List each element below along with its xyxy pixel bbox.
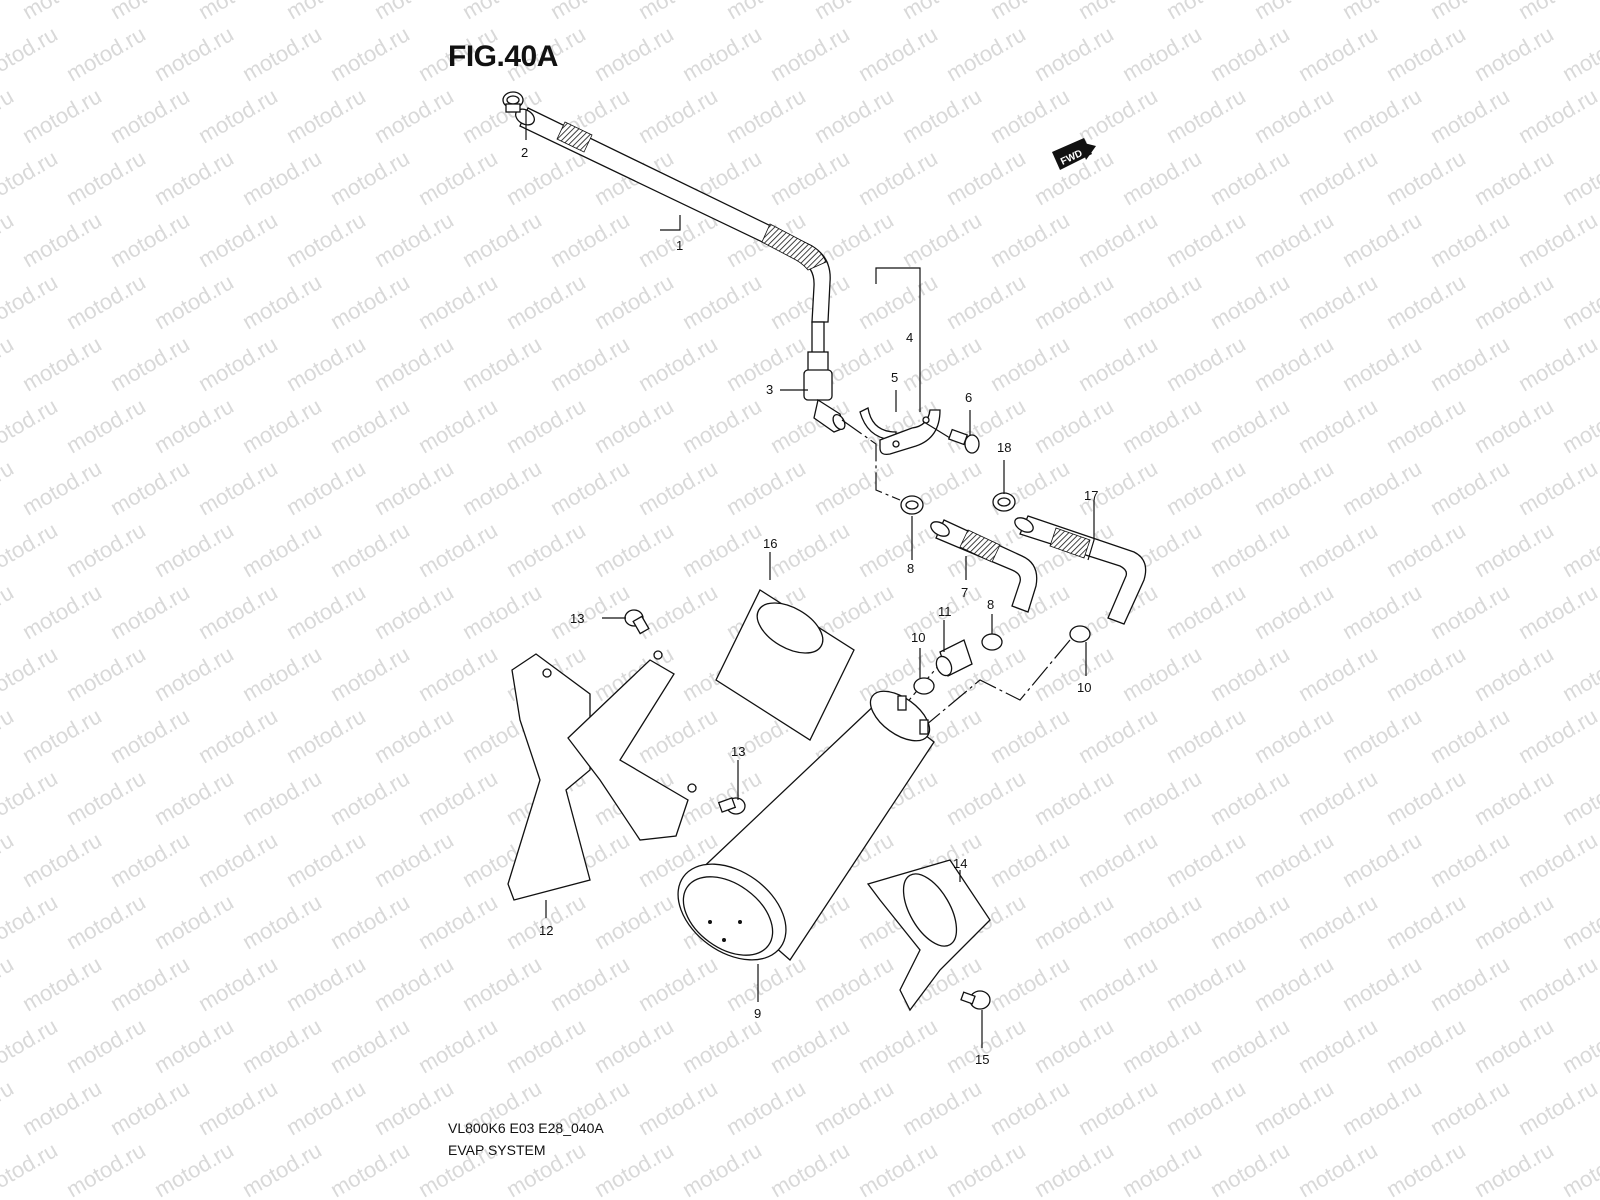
- clamp-part-2[interactable]: [502, 91, 524, 113]
- callout-8-lower: 8: [987, 597, 994, 612]
- callout-2: 2: [521, 145, 528, 160]
- callout-10-left: 10: [911, 630, 925, 645]
- callout-13-lower: 13: [731, 744, 745, 759]
- system-name: EVAP SYSTEM: [448, 1142, 546, 1158]
- screw-part-15[interactable]: [960, 990, 991, 1010]
- clamp-part-8-lower[interactable]: [981, 633, 1003, 651]
- hose-part-7[interactable]: [928, 519, 1038, 613]
- clamp-part-10-right[interactable]: [1069, 625, 1091, 643]
- bracket-part-12[interactable]: [507, 650, 697, 901]
- callout-18: 18: [997, 440, 1011, 455]
- callout-labels: 2 1 3 4 5 6 18 17 8 7 8 11 10 10 16 13 1…: [521, 145, 1098, 1067]
- hose-part-1[interactable]: [513, 106, 831, 323]
- callout-12: 12: [539, 923, 553, 938]
- forward-direction-icon: FWD: [1052, 138, 1096, 170]
- canister-part-9[interactable]: [660, 681, 938, 979]
- callout-6: 6: [965, 390, 972, 405]
- callout-17: 17: [1084, 488, 1098, 503]
- bolt-part-13-lower[interactable]: [717, 797, 746, 815]
- callout-3: 3: [766, 382, 773, 397]
- band-part-16[interactable]: [715, 589, 855, 741]
- callout-7: 7: [961, 585, 968, 600]
- callout-1: 1: [676, 238, 683, 253]
- figure-title: FIG.40A: [448, 40, 558, 73]
- bracket-part-4[interactable]: [859, 407, 941, 456]
- callout-11: 11: [938, 604, 952, 619]
- valve-part-3[interactable]: [803, 321, 847, 433]
- callout-4: 4: [906, 330, 913, 345]
- callout-14: 14: [953, 856, 967, 871]
- callout-9: 9: [754, 1006, 761, 1021]
- callout-8-upper: 8: [907, 561, 914, 576]
- callout-13-upper: 13: [570, 611, 584, 626]
- callout-10-right: 10: [1077, 680, 1091, 695]
- callout-16: 16: [763, 536, 777, 551]
- bolt-part-13-upper[interactable]: [624, 609, 650, 635]
- hose-part-17[interactable]: [1012, 515, 1147, 625]
- clamp-part-8-upper[interactable]: [900, 495, 924, 515]
- hose-joint-part-11[interactable]: [933, 639, 973, 678]
- clamp-part-10-left[interactable]: [913, 677, 935, 695]
- clamp-part-18[interactable]: [992, 492, 1016, 512]
- callout-15: 15: [975, 1052, 989, 1067]
- cushion-part-14[interactable]: [866, 859, 991, 1012]
- callout-5: 5: [891, 370, 898, 385]
- bolt-part-6[interactable]: [923, 421, 980, 454]
- leader-lines: [525, 110, 1095, 1048]
- model-code: VL800K6 E03 E28_040A: [448, 1120, 604, 1136]
